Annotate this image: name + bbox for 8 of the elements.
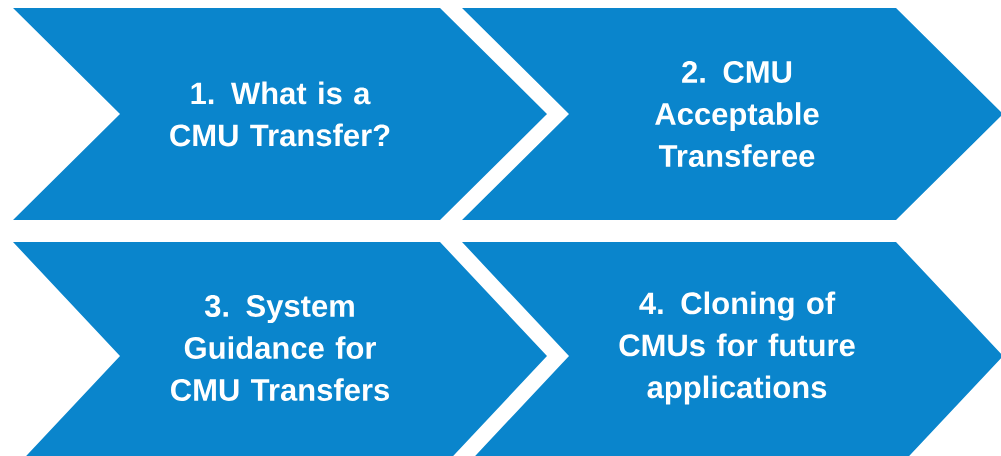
node-label: 3. System Guidance for CMU Transfers [171, 295, 389, 401]
chevron-box: 3. System Guidance for CMU Transfers [13, 242, 547, 456]
node-label: 4. Cloning of CMUs for future applications [619, 291, 855, 405]
chevron-box: 4. Cloning of CMUs for future applications [462, 242, 1001, 456]
chevron-box: 2. CMU Acceptable Transferee [462, 8, 1001, 220]
node-label: 1. What is a CMU Transfer? [170, 81, 390, 147]
node-label: 2. CMU Acceptable Transferee [655, 61, 819, 167]
chevron-box: 1. What is a CMU Transfer? [13, 8, 547, 220]
